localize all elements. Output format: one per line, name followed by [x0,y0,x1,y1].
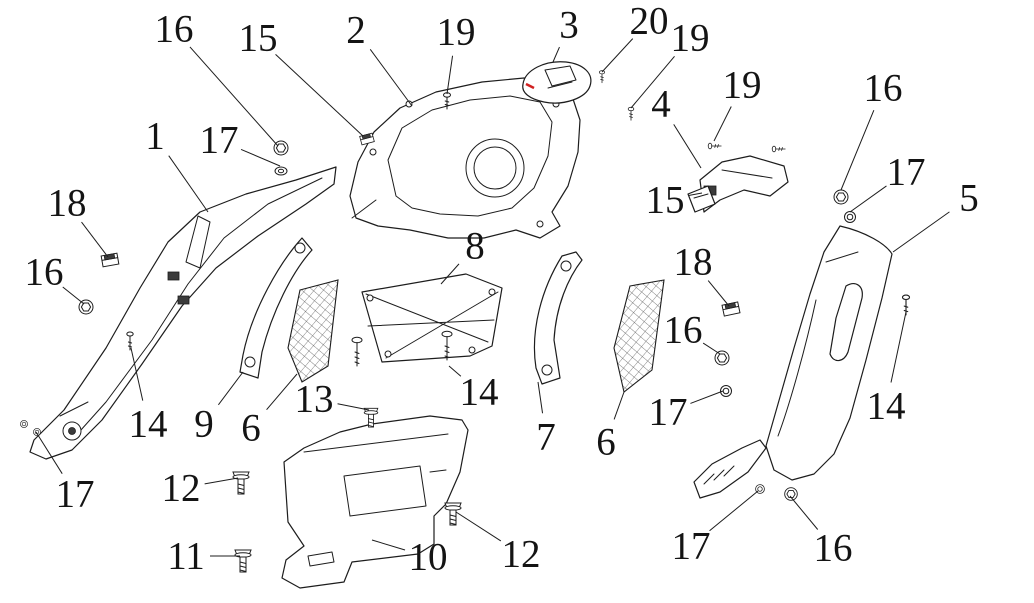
leader-line-19-6 [630,56,675,109]
leader-line-14-28 [890,311,907,383]
leader-line-17-34 [709,490,759,532]
part-9-bracket-arm-left [239,237,313,379]
part-16-bolt-right-mid [714,350,730,366]
leader-line-19-3 [446,55,454,95]
leader-line-20-5 [601,38,634,73]
part-17-washer-top-left [274,166,288,176]
part-12-screw-left [232,471,250,495]
part-2-center-front-panel [349,77,581,239]
leader-line-3-4 [552,46,560,63]
part-18-clip-right [721,301,741,317]
part-8-center-panel [361,273,503,363]
leader-line-16-35 [789,495,819,530]
part-6-mesh-screen-right [613,279,665,393]
leader-line-7-26 [537,381,544,414]
leader-line-10-32 [371,539,406,551]
leader-line-16-0 [189,46,279,147]
leader-line-16-15 [62,286,85,305]
part-15-small-bracket-right [687,185,716,213]
leader-lines [35,38,950,557]
part-16-flange-bolt-top-left [273,140,289,156]
part-10-bottom-under-tray [281,415,469,589]
leader-line-1-10 [168,155,209,213]
leader-line-5-13 [892,211,950,253]
part-19-pin-upper-right [627,106,635,121]
leader-line-17-12 [849,185,887,213]
part-11-screw [234,549,252,573]
part-17-screw-tail-a [20,420,28,428]
part-20-pin [599,70,605,84]
leader-line-17-11 [240,148,281,167]
part-6-mesh-screen-left [287,279,339,383]
leader-line-6-27 [613,391,625,420]
leader-line-16-19 [702,342,721,355]
part-1-left-tail-cover [29,166,337,460]
leader-line-4-7 [673,124,702,169]
leader-line-14-25 [448,365,462,377]
leader-line-8-18 [440,263,460,285]
leader-line-2-2 [369,49,413,107]
leader-line-15-1 [275,54,364,137]
part-5-right-side-cover [693,225,893,499]
part-16-bolt-bottom-right [784,487,798,501]
part-7-bracket-arm-center [533,251,583,385]
part-19-screw-right-b [771,145,786,153]
part-16-flange-bolt-top-right [833,189,849,205]
leader-line-12-30 [204,477,239,485]
leader-line-6-23 [266,373,298,411]
part-18-clip-left [100,252,120,268]
part-19-screw-right-a [707,142,722,150]
leader-line-13-24 [337,403,370,411]
leader-line-15-16 [688,192,703,197]
leader-line-16-9 [840,110,875,191]
part-14-stud-left-center [351,336,363,367]
leader-line-18-17 [707,280,730,307]
leader-line-17-29 [35,431,63,474]
leader-line-14-21 [130,347,144,401]
part-17-washer-top-right [844,211,856,223]
part-14-pin-right [901,294,911,316]
leader-line-19-8 [713,106,732,142]
part-3-top-lid [522,61,592,104]
leader-line-9-22 [217,371,244,406]
leader-line-17-20 [690,390,724,404]
leader-line-12-33 [455,511,502,542]
leader-line-18-14 [81,221,109,258]
